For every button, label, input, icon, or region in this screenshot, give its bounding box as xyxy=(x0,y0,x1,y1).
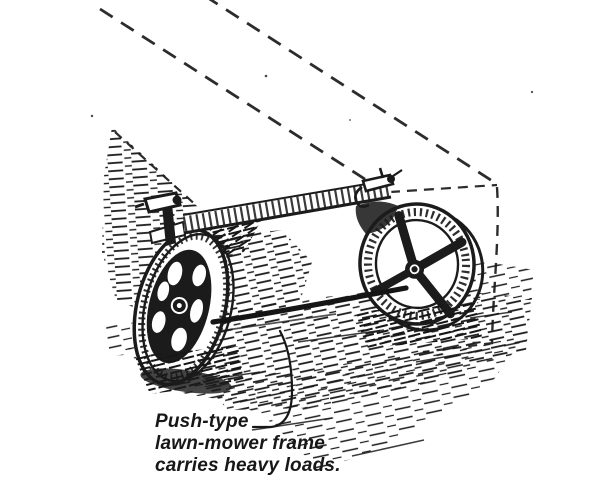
axle xyxy=(210,285,409,332)
left-hub-dot xyxy=(176,303,182,309)
clamp-knob xyxy=(387,175,395,183)
strap-clamp xyxy=(354,167,403,208)
right-wheel xyxy=(358,202,485,332)
box-near-top-edge xyxy=(99,7,372,185)
right-hub xyxy=(405,259,425,279)
ink-specks xyxy=(90,74,534,121)
caption: Push-type lawn-mower frame carries heavy… xyxy=(155,411,341,477)
box-far-top-edge xyxy=(208,0,498,186)
bracket-tab xyxy=(134,202,145,209)
bracket-knob xyxy=(172,195,182,205)
clamp-bar xyxy=(361,173,395,193)
caption-line-2: lawn-mower frame xyxy=(155,433,326,454)
right-wheel-ground-shadow xyxy=(352,302,482,348)
clamp-hook xyxy=(354,185,370,208)
right-hub-ring xyxy=(409,264,420,275)
clamp-pin xyxy=(378,167,385,179)
left-wheel-ground-shadow xyxy=(134,346,244,394)
right-wheel-strap-shadow xyxy=(355,201,398,234)
strap-band-fill xyxy=(183,179,392,234)
bracket-stem xyxy=(162,204,176,246)
strap-top-edge xyxy=(182,179,391,216)
left-strap-bracket xyxy=(134,191,182,246)
leader-line xyxy=(251,329,294,429)
clamp-arm xyxy=(392,169,403,177)
caption-line-3: carries heavy loads. xyxy=(155,455,341,476)
box-end-top-edge xyxy=(389,183,498,194)
caption-line-1: Push-type xyxy=(155,411,249,432)
bracket-cap xyxy=(143,191,182,214)
left-wheel-cutouts xyxy=(151,261,207,352)
